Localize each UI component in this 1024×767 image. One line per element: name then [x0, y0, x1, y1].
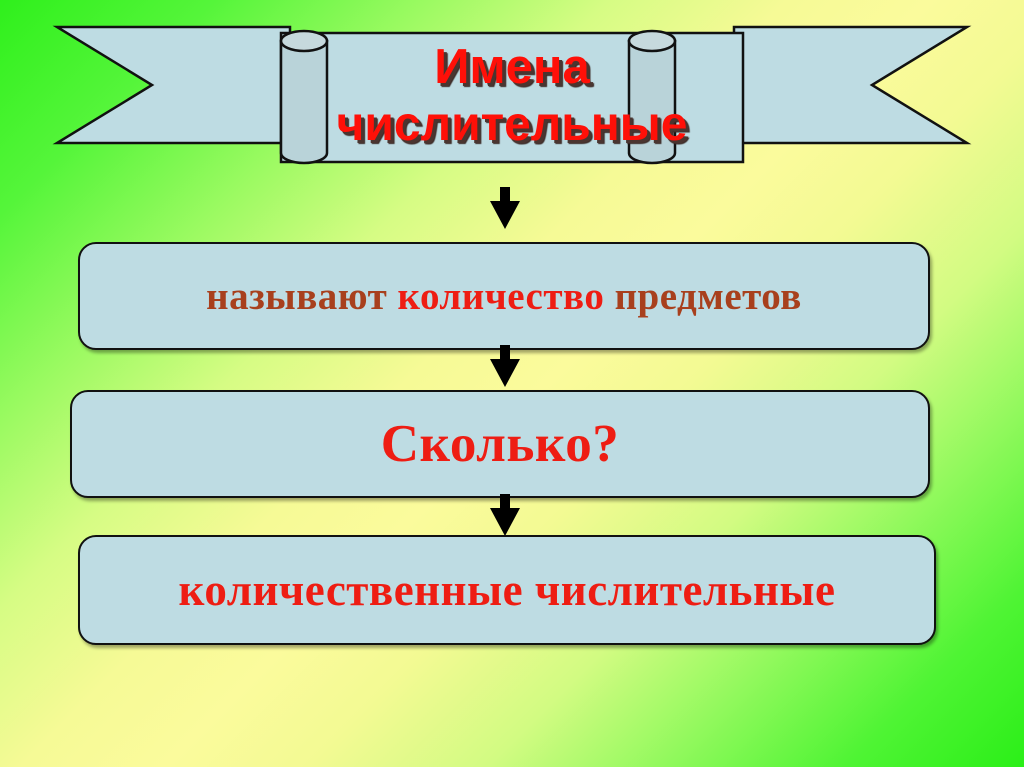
arrow-down-icon — [487, 494, 523, 538]
ribbon-banner-shape — [52, 25, 972, 165]
arrow-down-icon — [487, 345, 523, 389]
ribbon-left-roll-top — [279, 29, 329, 53]
flow-box-conclusion-text: количественные числительные — [178, 565, 836, 615]
flow-box-definition-text: называют количество предметов — [206, 274, 802, 319]
definition-word-1: называют — [206, 274, 398, 318]
ribbon-banner: Имена числительные — [0, 0, 1024, 185]
flow-box-question[interactable]: Сколько? — [70, 390, 930, 498]
ribbon-right-roll — [627, 39, 677, 165]
definition-word-3: предметов — [614, 274, 802, 318]
ribbon-left-tail — [52, 25, 292, 145]
arrow-down-icon — [487, 187, 523, 231]
ribbon-left-roll — [279, 39, 329, 165]
ribbon-right-tail — [732, 25, 972, 145]
ribbon-right-roll-top — [627, 29, 677, 53]
flow-box-definition[interactable]: называют количество предметов — [78, 242, 930, 350]
flow-box-conclusion[interactable]: количественные числительные — [78, 535, 936, 645]
definition-word-2: количество — [397, 274, 615, 318]
flow-box-question-text: Сколько? — [380, 415, 620, 473]
